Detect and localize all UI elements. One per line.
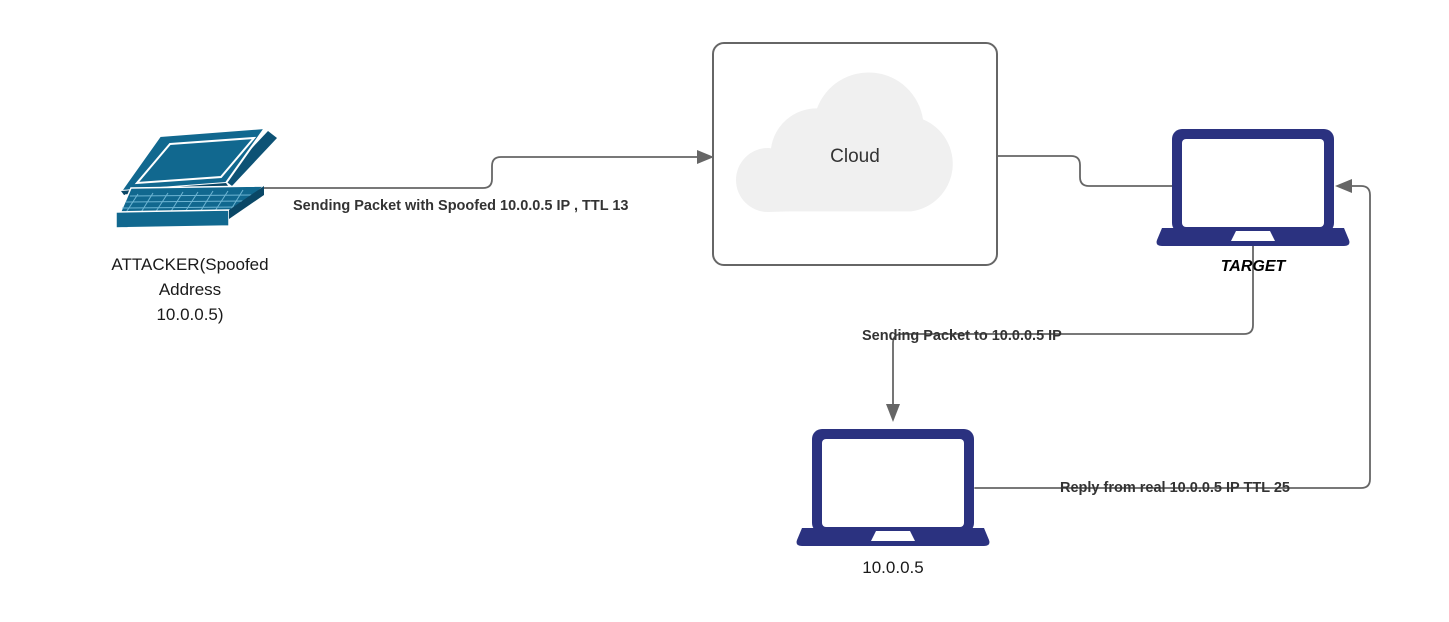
target-label: TARGET xyxy=(1221,258,1287,275)
edge-attacker-to-cloud-path xyxy=(262,156,701,189)
attacker-label-line-2: Address xyxy=(159,280,221,299)
node-cloud[interactable]: Cloud xyxy=(712,42,998,266)
arrowhead-into-cloud xyxy=(697,150,714,164)
laptop-isometric-icon xyxy=(115,126,277,229)
arrowhead-into-target xyxy=(1335,179,1352,193)
node-victim[interactable]: 10.0.0.5 xyxy=(796,429,990,577)
cloud-label: Cloud xyxy=(830,146,880,167)
edge-cloud-to-target[interactable] xyxy=(996,155,1173,187)
attacker-label-line-1: ATTACKER(Spoofed xyxy=(111,255,268,274)
arrowhead-into-victim xyxy=(886,404,900,422)
node-attacker[interactable]: ATTACKER(Spoofed Address 10.0.0.5) xyxy=(111,126,277,324)
attacker-label-line-3: 10.0.0.5) xyxy=(156,305,223,324)
edge-attacker-to-cloud[interactable] xyxy=(262,150,714,189)
edge-label-victim-to-target: Reply from real 10.0.0.5 IP TTL 25 xyxy=(1060,480,1290,496)
edge-target-to-victim[interactable] xyxy=(886,244,1254,422)
edge-target-to-victim-path xyxy=(892,244,1254,409)
edge-cloud-to-target-path xyxy=(996,155,1173,187)
laptop-flat-icon xyxy=(1156,129,1350,246)
edge-victim-to-target-path xyxy=(974,185,1371,489)
edge-label-attacker-to-cloud: Sending Packet with Spoofed 10.0.0.5 IP … xyxy=(293,198,628,214)
cloud-icon xyxy=(736,72,953,212)
edge-victim-to-target[interactable] xyxy=(974,179,1371,489)
victim-label: 10.0.0.5 xyxy=(862,558,923,577)
node-target[interactable]: TARGET xyxy=(1156,129,1350,275)
edge-label-target-to-victim: Sending Packet to 10.0.0.5 IP xyxy=(862,328,1062,344)
laptop-flat-icon xyxy=(796,429,990,546)
